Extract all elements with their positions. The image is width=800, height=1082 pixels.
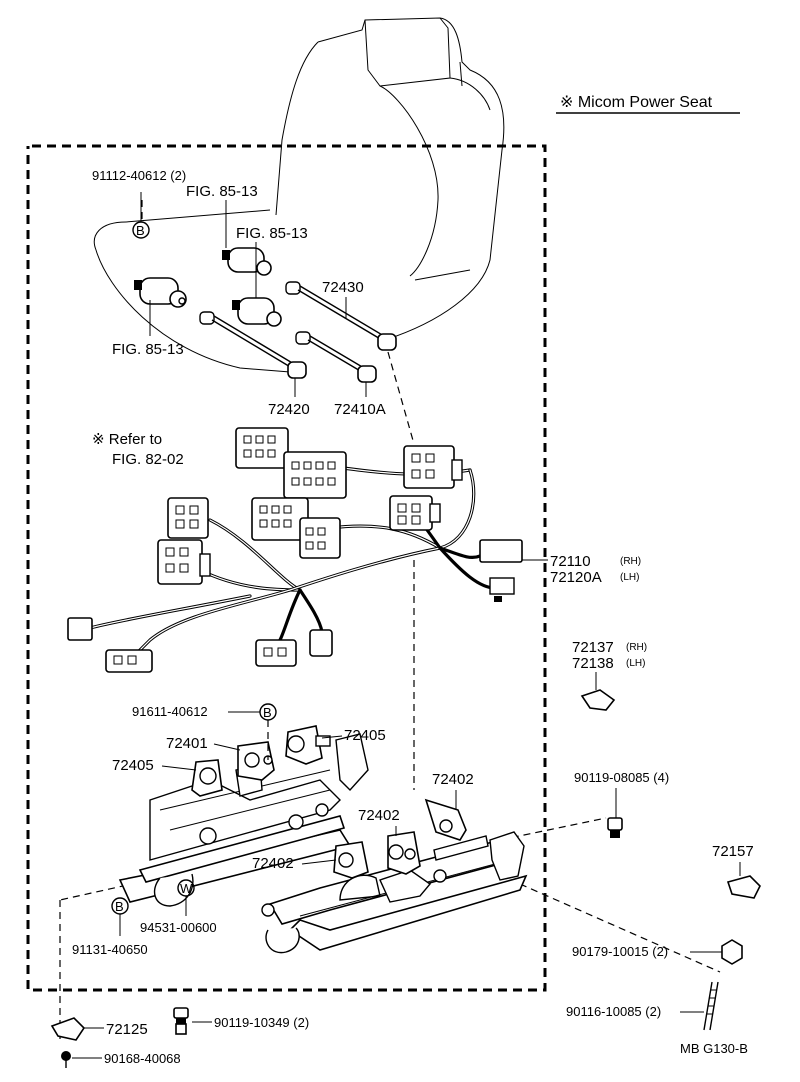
motor-top xyxy=(222,247,272,276)
gearbox-72402-left xyxy=(333,841,369,879)
connector-bottom-small xyxy=(309,629,333,657)
bolt-90119-08085 xyxy=(607,817,623,838)
clip-72137 xyxy=(580,689,616,711)
refer-note-line2: FIG. 82-02 xyxy=(112,451,184,468)
connector-left-mid xyxy=(157,539,211,585)
header-note-text: ※ Micom Power Seat xyxy=(560,94,713,111)
refer-note-line1: ※ Refer to xyxy=(92,431,162,448)
label-72402-right: 72402 xyxy=(432,771,474,788)
label-72157: 72157 xyxy=(712,843,754,860)
label-72430: 72430 xyxy=(322,279,364,296)
motor-left xyxy=(134,277,187,308)
label-72110: 72110 xyxy=(550,553,591,570)
label-72402-left: 72402 xyxy=(252,855,294,872)
seat-track-right xyxy=(261,831,528,954)
connector-bottom-mid xyxy=(255,639,297,667)
mark-b-top: B xyxy=(136,223,145,238)
wire-harness xyxy=(88,460,500,654)
connector-right-end xyxy=(479,539,523,602)
gearbox-72402-mid xyxy=(387,831,421,875)
assembly-frame xyxy=(26,144,547,992)
connectors xyxy=(67,427,523,673)
label-72137-side: (RH) xyxy=(626,642,647,653)
label-72138-side: (LH) xyxy=(626,658,645,669)
label-fig-85-13-b: FIG. 85-13 xyxy=(236,225,308,242)
seat-back-outline xyxy=(94,17,505,373)
connector-left-top xyxy=(167,497,209,539)
mark-b-91131: B xyxy=(115,899,124,914)
micom-power-seat-note: ※ Micom Power Seat xyxy=(556,94,740,114)
diagram-code: MB G130-B xyxy=(680,1041,748,1056)
cable-shaft-72410a xyxy=(295,331,377,383)
cable-shaft-72430 xyxy=(285,281,397,351)
washer-marker-w: W xyxy=(177,879,195,916)
gearbox-72401 xyxy=(237,741,275,781)
bolt-marker-b-top: B xyxy=(132,192,150,239)
label-90119-08085: 90119-08085 (4) xyxy=(574,770,669,785)
label-90119-10349: 90119-10349 (2) xyxy=(214,1015,309,1030)
connector-right-mid xyxy=(389,495,441,531)
label-72402-mid: 72402 xyxy=(358,807,400,824)
label-72138: 72138 xyxy=(572,655,614,672)
label-72120a-side: (LH) xyxy=(620,572,639,583)
label-fig-85-13-a: FIG. 85-13 xyxy=(186,183,258,200)
connector-left-end xyxy=(67,617,153,673)
gearbox-72405-left xyxy=(191,759,223,797)
bolt-90119-10349 xyxy=(173,1007,189,1035)
label-90168-40068: 90168-40068 xyxy=(104,1051,181,1066)
mark-w: W xyxy=(180,881,193,896)
nut-90179 xyxy=(721,939,743,965)
label-91611-40612: 91611-40612 xyxy=(132,704,208,719)
connector-right-top xyxy=(403,445,463,489)
label-91112-40612: 91112-40612 (2) xyxy=(92,168,186,183)
bolt-marker-b-91131: B xyxy=(111,897,129,936)
label-72405-left: 72405 xyxy=(112,757,154,774)
gearbox-72402-right xyxy=(424,798,467,841)
label-72120a: 72120A xyxy=(550,569,602,586)
label-72405-top: 72405 xyxy=(344,727,386,744)
motor-middle xyxy=(232,297,282,327)
mark-b-91611: B xyxy=(263,705,272,720)
connector-large-top xyxy=(235,427,347,499)
label-72125: 72125 xyxy=(106,1021,148,1038)
label-72410a: 72410A xyxy=(334,401,386,418)
cover-72157 xyxy=(726,875,761,899)
label-72420: 72420 xyxy=(268,401,310,418)
label-72137: 72137 xyxy=(572,639,614,656)
connector-large-mid xyxy=(251,497,341,559)
label-72401: 72401 xyxy=(166,735,208,752)
seat-track-left xyxy=(118,733,369,907)
label-90116-10085: 90116-10085 (2) xyxy=(566,1004,661,1019)
label-94531-00600: 94531-00600 xyxy=(140,920,217,935)
label-91131-40650: 91131-40650 xyxy=(72,942,148,957)
gearbox-72405-top xyxy=(285,725,331,765)
bolt-marker-b-91611: B xyxy=(259,703,277,721)
screw-90168 xyxy=(61,1051,71,1068)
label-fig-85-13-c: FIG. 85-13 xyxy=(112,341,184,358)
label-90179-10015: 90179-10015 (2) xyxy=(572,944,668,959)
cover-72125 xyxy=(50,1017,86,1041)
bolt-90116-10085 xyxy=(703,981,719,1031)
seat-motors xyxy=(134,247,397,383)
label-72110-side: (RH) xyxy=(620,556,641,567)
cable-shaft-72420 xyxy=(199,311,307,379)
